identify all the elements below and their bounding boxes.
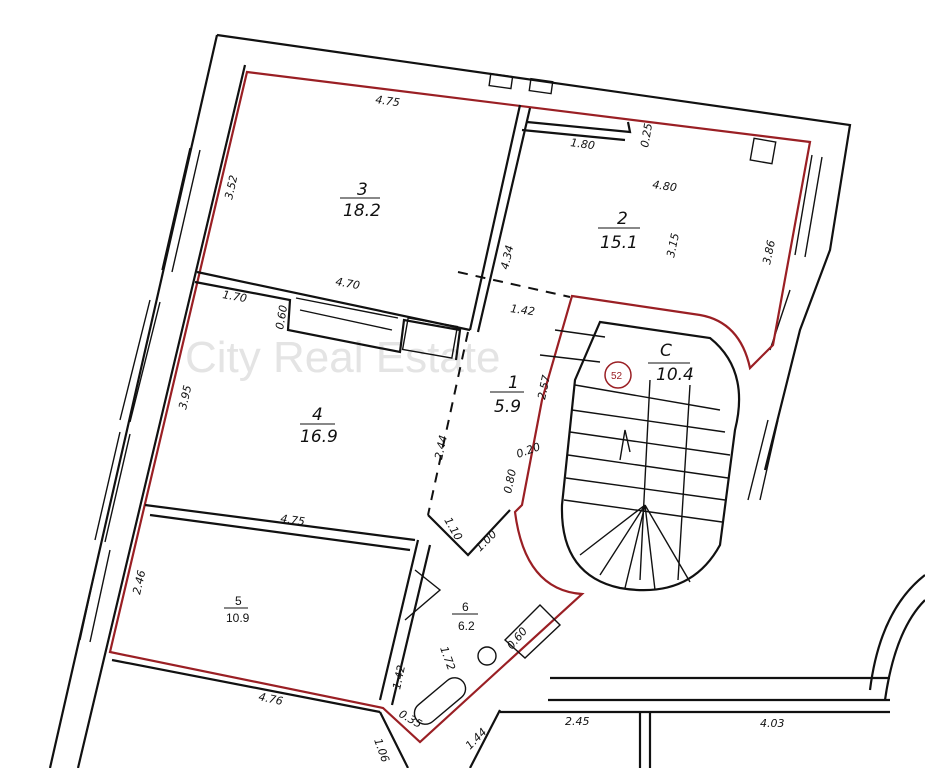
room-number: 1 — [508, 373, 519, 393]
room-number: 5 — [235, 594, 242, 608]
dimension: 0.60 — [273, 304, 290, 330]
dimension: 4.75 — [280, 512, 306, 528]
room-area: 10.4 — [656, 365, 694, 385]
dimension: 2.46 — [130, 569, 148, 596]
dimension: 0.80 — [501, 468, 519, 495]
room-number: 4 — [312, 405, 323, 425]
dimension: 4.03 — [760, 717, 785, 730]
room-area: 10.9 — [226, 611, 250, 625]
dimension: 1.70 — [221, 288, 247, 305]
dimension: 0.25 — [638, 122, 655, 148]
dimension: 4.80 — [652, 178, 678, 194]
dimension: 1.80 — [570, 136, 596, 152]
svg-text:52: 52 — [611, 371, 623, 382]
dimension: 1.00 — [473, 528, 500, 555]
dimension: 3.95 — [176, 384, 194, 411]
dimension: 3.52 — [222, 174, 240, 201]
dimension: 2.45 — [565, 715, 590, 728]
dimension: 4.70 — [334, 275, 360, 292]
apartment-outline — [108, 70, 812, 744]
room-labels: 3 18.2 2 15.1 4 16.9 1 5.9 C 10.4 5 10.9… — [224, 180, 694, 633]
dimension: 1.42 — [510, 302, 536, 318]
dimension: 0.35 — [397, 707, 425, 731]
room-area: 18.2 — [343, 201, 381, 221]
room-number: C — [660, 341, 672, 361]
room-area: 15.1 — [600, 233, 638, 253]
unit-badge: 52 — [604, 361, 632, 389]
dimension: 1.10 — [441, 515, 465, 543]
dimension: 4.34 — [498, 244, 516, 271]
dimension: 2.57 — [535, 374, 553, 401]
dimension: 2.44 — [432, 434, 450, 461]
staircase — [539, 320, 741, 592]
dimension: 1.72 — [437, 645, 458, 672]
dimension: 0.60 — [504, 625, 530, 652]
dimension: 3.86 — [760, 239, 778, 266]
room-area: 5.9 — [494, 397, 521, 417]
dimension-labels: 4.75 3.52 4.70 4.34 1.80 0.25 4.80 3.15 … — [130, 93, 784, 764]
dimension: 0.20 — [515, 440, 542, 461]
interior-walls — [111, 104, 925, 768]
outer-walls — [48, 33, 852, 768]
room-number: 2 — [617, 209, 628, 229]
dimension: 4.76 — [257, 690, 284, 708]
dimension: 1.42 — [390, 664, 408, 691]
dimension: 1.06 — [371, 737, 392, 764]
dimension: 4.75 — [375, 93, 401, 109]
room-number: 6 — [462, 600, 469, 614]
room-area: 16.9 — [300, 427, 338, 447]
room-number: 3 — [357, 180, 368, 200]
dimension: 3.15 — [664, 232, 682, 259]
room-area: 6.2 — [458, 619, 475, 633]
